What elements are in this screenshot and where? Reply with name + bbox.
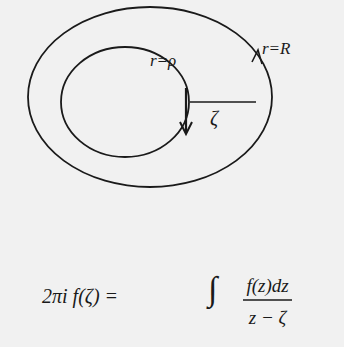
formula-text: 2πi f(ζ) = [42,286,118,306]
outer-circle [28,7,272,187]
arrow-head [180,122,192,134]
radius-label: r=ρ [150,52,176,69]
fraction-bar [243,299,292,301]
radius-label: r=R [262,40,290,57]
point-label: ζ [210,108,218,128]
outer-arrow [252,50,262,64]
radius-line [190,101,256,103]
inner-circle [61,47,189,157]
formula-denominator: z − ζ [249,308,286,327]
formula-numerator: f(z)dz [246,276,288,295]
integral-sign: ∫ [208,272,217,306]
orientation-arrow [185,88,187,132]
